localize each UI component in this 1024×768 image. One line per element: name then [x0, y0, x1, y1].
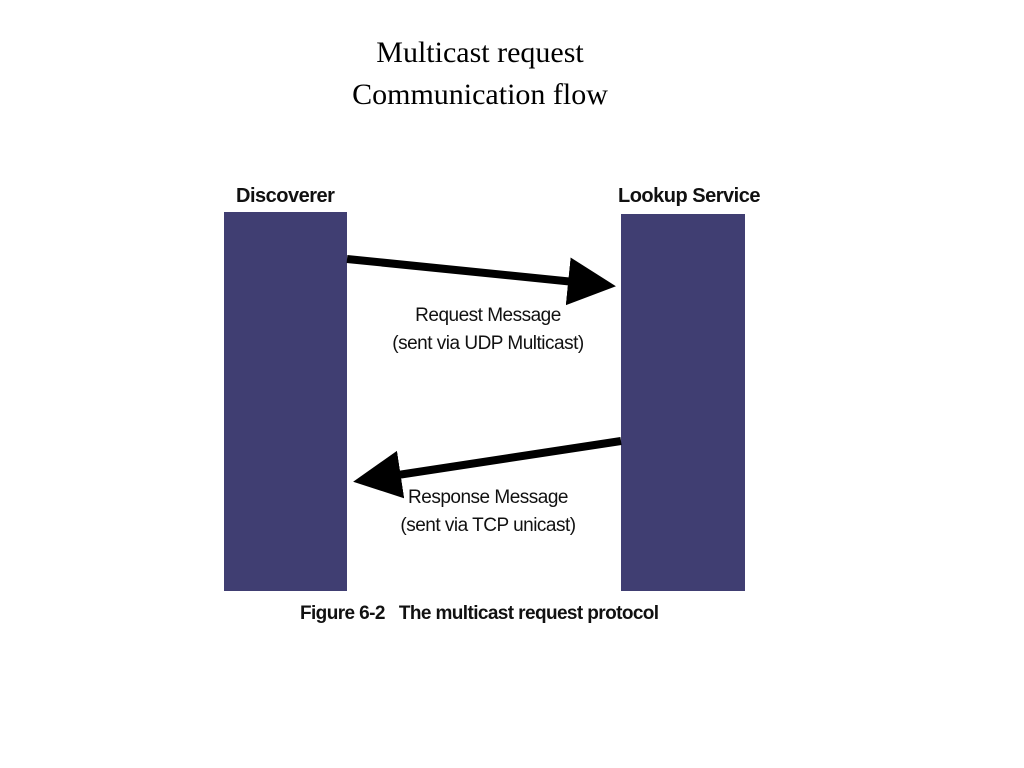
title-line-1: Multicast request — [376, 36, 584, 69]
lookup-service-lifeline — [621, 214, 745, 591]
request-label-line-2: (sent via UDP Multicast) — [392, 333, 584, 354]
slide-title: Multicast request Communication flow — [280, 32, 680, 116]
response-label-line-2: (sent via TCP unicast) — [400, 515, 575, 536]
discoverer-lifeline — [224, 212, 347, 591]
request-label-line-1: Request Message — [415, 305, 561, 326]
request-arrow — [346, 255, 616, 306]
title-line-2: Communication flow — [352, 78, 608, 111]
response-arrow — [353, 437, 622, 499]
response-label-line-1: Response Message — [408, 487, 568, 508]
discoverer-label: Discoverer — [236, 185, 335, 207]
figure-caption: Figure 6-2 The multicast request protoco… — [300, 603, 659, 624]
lookup-service-label: Lookup Service — [618, 185, 760, 207]
